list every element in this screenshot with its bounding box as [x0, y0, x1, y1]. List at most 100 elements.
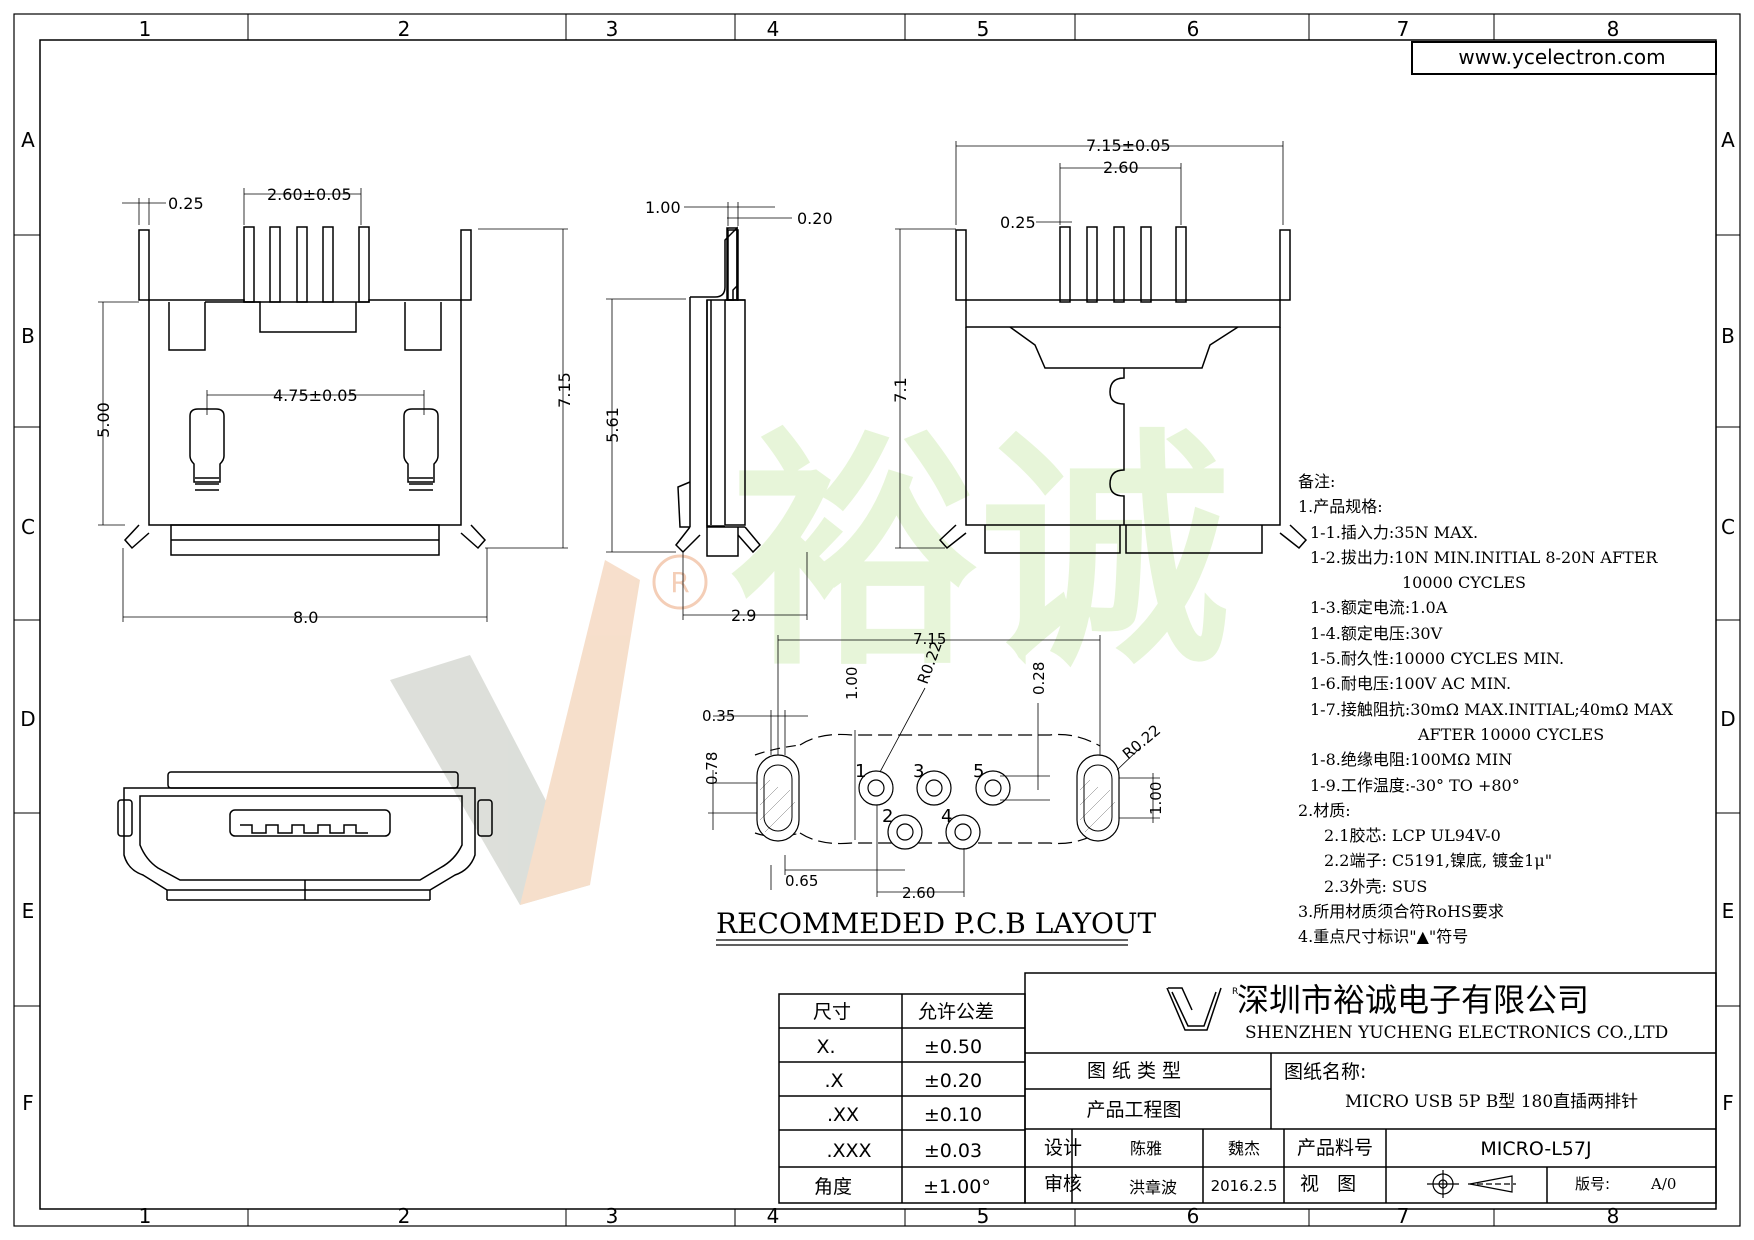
- row-label-c-right: C: [1721, 515, 1735, 539]
- notes-lines: 1.产品规格: 1-1.插入力:35N MAX. 1-2.拔出力:10N MIN.I…: [1298, 494, 1738, 949]
- note-line: 1-9.工作温度:-30° TO +80°: [1310, 775, 1520, 795]
- col-label-5-bottom: 5: [977, 1204, 990, 1228]
- row-label-a-right: A: [1721, 128, 1735, 152]
- col-label-6: 6: [1187, 17, 1200, 41]
- notes-heading: 备注:: [1298, 472, 1336, 491]
- tol-row-5-size: 角度: [814, 1176, 852, 1198]
- col-label-3-bottom: 3: [606, 1204, 619, 1228]
- pcb-pin-numbers: 1 2 3 4 5: [855, 761, 984, 827]
- version-label: 版号:: [1575, 1175, 1610, 1193]
- grid-labels: 1 2 3 4 5 6 7 8 1 2 3 4 5 6 7 8 A B C D …: [20, 17, 1735, 1228]
- dim-total-height: 7.15: [555, 372, 574, 408]
- front-view-dims: [98, 188, 568, 622]
- pcb-dim-row-offset: 1.00: [843, 667, 861, 700]
- col-label-4-bottom: 4: [767, 1204, 780, 1228]
- tol-row-5-value: ±1.00°: [923, 1176, 991, 1198]
- website-box: [1411, 41, 1717, 75]
- tol-row-3-value: ±0.10: [924, 1104, 982, 1126]
- dim-back-pitch: 2.60: [1103, 158, 1139, 177]
- tolerance-table: [778, 993, 1026, 1204]
- col-label-6-bottom: 6: [1187, 1204, 1200, 1228]
- view-label: 视 图: [1300, 1173, 1356, 1195]
- row-label-d: D: [20, 707, 35, 731]
- note-line: 1.产品规格:: [1298, 497, 1383, 517]
- drawing-type-label: 图 纸 类 型: [1087, 1060, 1181, 1082]
- watermark: R 裕诚: [390, 408, 1230, 905]
- designer-name: 陈雅: [1130, 1139, 1162, 1158]
- part-number: MICRO-L57J: [1480, 1138, 1591, 1160]
- dim-terminal: 0.20: [797, 209, 833, 228]
- col-label-8: 8: [1607, 17, 1620, 41]
- row-label-f-right: F: [1722, 1091, 1734, 1115]
- col-label-1-bottom: 1: [139, 1204, 152, 1228]
- note-line: 4.重点尺寸标识"▲"符号: [1298, 927, 1469, 947]
- design-label: 设计: [1044, 1137, 1082, 1159]
- pcb-dim-slot-height: 0.78: [703, 752, 721, 785]
- grid-ticks: [14, 14, 1740, 1226]
- watermark-r: R: [670, 566, 689, 599]
- row-label-f: F: [22, 1091, 34, 1115]
- tol-row-1-size: X.: [816, 1036, 835, 1058]
- pcb-dim-width: 7.15: [913, 630, 946, 648]
- inner-border: [39, 39, 1717, 1210]
- col-label-2: 2: [398, 17, 411, 41]
- col-label-4: 4: [767, 17, 780, 41]
- title-block: [1024, 972, 1717, 1204]
- dim-side-height: 5.61: [603, 407, 622, 443]
- note-line: 1-4.额定电压:30V: [1310, 623, 1443, 643]
- bottom-view: [117, 771, 493, 901]
- row-label-c: C: [21, 515, 35, 539]
- side-view: [675, 226, 762, 557]
- pcb-layout-title: RECOMMEDED P.C.B LAYOUT: [716, 907, 1157, 940]
- tol-row-1-value: ±0.50: [924, 1036, 982, 1058]
- dim-pitch: 2.60±0.05: [267, 185, 352, 204]
- note-line: 1-3.额定电流:1.0A: [1310, 598, 1448, 618]
- back-view: [938, 226, 1308, 554]
- row-label-b: B: [21, 324, 35, 348]
- tol-row-4-size: .XXX: [826, 1140, 871, 1162]
- pin-number-2: 2: [882, 806, 893, 827]
- pin-number-4: 4: [941, 806, 952, 827]
- col-label-1: 1: [139, 17, 152, 41]
- dim-depth: 2.9: [731, 606, 756, 625]
- note-line: 2.3外壳: SUS: [1324, 876, 1428, 896]
- dim-back-height: 7.1: [891, 377, 910, 402]
- col-label-5: 5: [977, 17, 990, 41]
- pcb-dims: [708, 635, 1160, 897]
- col-label-3: 3: [606, 17, 619, 41]
- dim-terminal-width: 0.25: [168, 194, 204, 213]
- pcb-dim-slot-length: 1.00: [1147, 782, 1165, 815]
- dim-post-spacing: 4.75±0.05: [273, 386, 358, 405]
- version-value: A/0: [1650, 1175, 1676, 1193]
- dim-body-height: 5.00: [94, 402, 113, 438]
- review-date: 2016.2.5: [1211, 1177, 1278, 1195]
- drawing-type-value: 产品工程图: [1086, 1099, 1181, 1121]
- back-view-dims: [895, 141, 1284, 549]
- logo-registered-mark: R: [1232, 987, 1238, 997]
- front-view: [123, 226, 487, 556]
- note-line: 1-1.插入力:35N MAX.: [1310, 522, 1479, 542]
- pcb-dim-pitch: 2.60: [902, 884, 935, 902]
- pin-number-5: 5: [973, 761, 984, 782]
- pcb-dim-hole-dia: 0.28: [1030, 662, 1048, 695]
- company-name-cn: 深圳市裕诚电子有限公司: [1237, 981, 1589, 1019]
- website-url[interactable]: www.ycelectron.com: [1458, 45, 1665, 69]
- pcb-dim-slot-width: 0.35: [702, 707, 735, 725]
- note-line: 1-6.耐电压:100V AC MIN.: [1310, 674, 1512, 694]
- tol-row-2-value: ±0.20: [924, 1070, 982, 1092]
- drawing-name-label: 图纸名称:: [1284, 1061, 1366, 1083]
- row-label-a: A: [21, 128, 35, 152]
- pcb-dim-offset: 0.65: [785, 872, 818, 890]
- pin-number-3: 3: [913, 761, 924, 782]
- note-line: 1-2.拔出力:10N MIN.INITIAL 8-20N AFTER: [1310, 547, 1658, 567]
- tol-header-size: 尺寸: [813, 1001, 851, 1023]
- drawing-name-value: MICRO USB 5P B型 180直插两排针: [1345, 1092, 1638, 1112]
- note-line: 1-7.接触阻抗:30mΩ MAX.INITIAL;40mΩ MAX: [1310, 699, 1673, 719]
- pin-number-1: 1: [855, 761, 866, 782]
- tol-header-tolerance: 允许公差: [918, 1001, 994, 1023]
- dim-back-terminal: 0.25: [1000, 213, 1036, 232]
- part-no-label: 产品料号: [1297, 1137, 1373, 1159]
- company-logo: [1166, 987, 1222, 1031]
- front-view-dim-labels: 0.25 2.60±0.05 4.75±0.05 8.0 5.00 7.15: [94, 185, 574, 627]
